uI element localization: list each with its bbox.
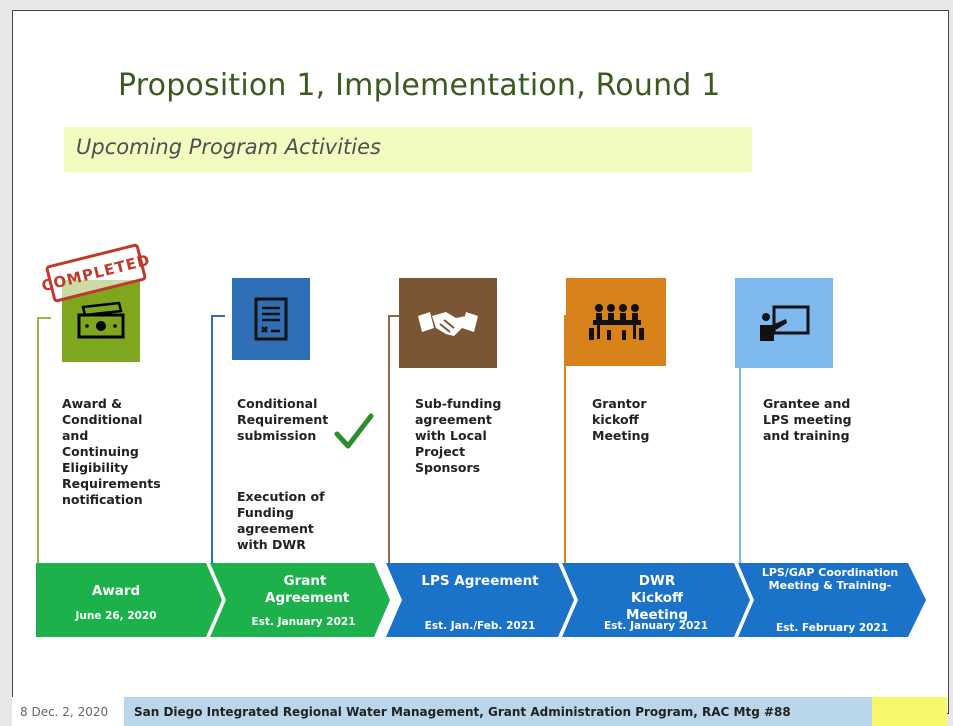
presentation-icon xyxy=(760,305,810,341)
column-text-line: Meeting xyxy=(592,428,650,443)
timeline-date: June 26, 2020 xyxy=(75,610,157,622)
connector-line-4 xyxy=(564,315,566,565)
column-5-text: Grantee and LPS meeting and training xyxy=(763,396,852,444)
timeline-date: Est. January 2021 xyxy=(603,620,708,632)
column-text-line: Execution of xyxy=(237,489,325,504)
column-text-line: Grantee and xyxy=(763,396,851,411)
column-text-line: Sub-funding xyxy=(415,396,502,411)
column-text-line: Project xyxy=(415,444,466,459)
column-1-text: Award & Conditional and Continuing Eligi… xyxy=(62,396,161,508)
document-icon xyxy=(254,297,288,341)
column-text-line: Requirements xyxy=(62,476,161,491)
connector-line-1 xyxy=(37,317,39,567)
meeting-icon-box xyxy=(566,278,666,366)
column-text-line: and xyxy=(62,428,89,443)
subtitle-box: Upcoming Program Activities xyxy=(64,127,752,172)
column-text-line: Sponsors xyxy=(415,460,481,475)
column-text-line: Funding xyxy=(237,505,294,520)
connector-tick-2 xyxy=(211,315,225,317)
timeline-step-lps-agreement: LPS Agreement Est. Jan./Feb. 2021 xyxy=(386,563,574,637)
presentation-icon-box xyxy=(735,278,833,368)
column-text-line: and training xyxy=(763,428,850,443)
money-icon xyxy=(77,301,125,339)
timeline-label: Award xyxy=(91,583,141,599)
timeline-date: Est. February 2021 xyxy=(775,622,889,634)
slide-title: Proposition 1, Implementation, Round 1 xyxy=(118,68,721,103)
column-text-line: Continuing xyxy=(62,444,139,459)
column-text-line: with Local xyxy=(415,428,487,443)
column-text-line: Conditional xyxy=(62,412,143,427)
column-3-text: Sub-funding agreement with Local Project… xyxy=(415,396,501,476)
column-text-line: Conditional xyxy=(237,396,318,411)
timeline-step-dwr-kickoff: DWR Kickoff Meeting Est. January 2021 xyxy=(562,563,750,637)
column-text-line: agreement xyxy=(237,521,314,536)
column-text-line: Award & xyxy=(62,396,123,411)
column-text-line: Eligibility xyxy=(62,460,129,475)
timeline-date: Est. Jan./Feb. 2021 xyxy=(424,620,536,632)
slide-subtitle: Upcoming Program Activities xyxy=(76,135,381,159)
column-text-line: submission xyxy=(237,428,317,443)
footer-date: 8 Dec. 2, 2020 xyxy=(20,705,109,719)
timeline-step-grant-agreement: Grant Agreement Est. January 2021 xyxy=(210,563,390,637)
timeline-step-award: Award June 26, 2020 xyxy=(36,563,222,637)
connector-line-5 xyxy=(739,315,741,565)
connector-line-3 xyxy=(388,315,390,565)
column-text-line: Grantor xyxy=(592,396,647,411)
document-icon-box xyxy=(232,278,310,360)
column-2-text-2: Execution of Funding agreement with DWR xyxy=(237,489,325,553)
footer: 8 Dec. 2, 2020 San Diego Integrated Regi… xyxy=(12,697,947,726)
column-text-line: notification xyxy=(62,492,143,507)
timeline-label: LPS Agreement xyxy=(421,573,539,589)
column-text-line: with DWR xyxy=(237,537,306,552)
column-text-line: Requirement xyxy=(237,412,329,427)
handshake-icon xyxy=(418,312,478,336)
column-text-line: kickoff xyxy=(592,412,639,427)
column-2-text: Conditional Requirement submission xyxy=(237,396,328,444)
column-text-line: LPS meeting xyxy=(763,412,852,427)
connector-line-2 xyxy=(211,315,213,565)
column-4-text: Grantor kickoff Meeting xyxy=(592,396,650,444)
connector-tick-1 xyxy=(37,317,51,319)
timeline-label: DWR Kickoff Meeting xyxy=(625,573,689,623)
connector-tick-3 xyxy=(388,315,402,317)
footer-accent xyxy=(872,697,947,726)
checkmark-icon xyxy=(334,413,374,449)
footer-bar: San Diego Integrated Regional Water Mana… xyxy=(124,697,872,726)
footer-text: San Diego Integrated Regional Water Mana… xyxy=(134,705,791,719)
handshake-icon-box xyxy=(399,278,497,368)
column-text-line: agreement xyxy=(415,412,492,427)
meeting-icon xyxy=(589,304,644,340)
timeline-label: LPS/GAP Coordination Meeting & Training- xyxy=(761,566,899,592)
timeline-label: Grant Agreement xyxy=(265,573,350,606)
timeline-step-lps-gap: LPS/GAP Coordination Meeting & Training-… xyxy=(738,563,926,637)
timeline-date: Est. January 2021 xyxy=(251,616,356,628)
